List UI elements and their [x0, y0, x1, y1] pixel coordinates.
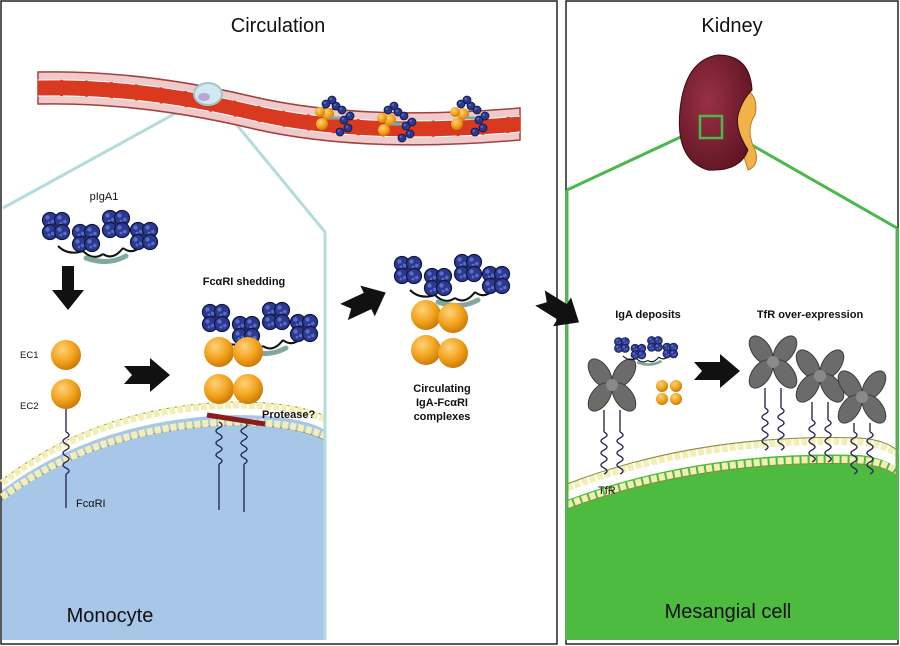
blood-vessel	[37, 71, 521, 146]
mesangial-cell	[565, 437, 900, 640]
mesangial-label: Mesangial cell	[665, 601, 792, 623]
deposit-group	[582, 336, 682, 475]
circulating-label-1: Circulating	[413, 383, 470, 395]
tfr-label: TfR	[598, 485, 616, 497]
ec2-label: EC2	[20, 401, 38, 412]
monocyte-label: Monocyte	[67, 605, 154, 627]
shedding-label: FcαRI shedding	[203, 276, 286, 288]
piga1-label: pIgA1	[90, 191, 119, 203]
tfr-over-label: TfR over-expression	[757, 309, 864, 321]
fcari-label: FcαRI	[76, 498, 106, 510]
circulating-label-3: complexes	[414, 411, 471, 423]
down-arrow-icon	[52, 266, 84, 310]
protease-bar	[206, 412, 266, 427]
protease-label: Protease?	[262, 409, 315, 421]
circulation-title: Circulation	[231, 15, 325, 37]
circulating-label-2: IgA-FcαRI	[416, 397, 468, 409]
monocyte-in-vessel	[193, 82, 223, 106]
fcari-receptor	[51, 340, 81, 508]
kidney-title: Kidney	[701, 15, 762, 37]
tfr-overexpression	[743, 331, 892, 475]
shed-receptors	[204, 337, 263, 512]
circulating-complex	[395, 255, 510, 368]
kidney-zoom-box	[698, 114, 724, 140]
ec1-label: EC1	[20, 350, 38, 361]
iga-deposits-label: IgA deposits	[615, 309, 681, 321]
kidney-organ	[678, 54, 757, 171]
zoom-lines-left	[2, 94, 327, 640]
